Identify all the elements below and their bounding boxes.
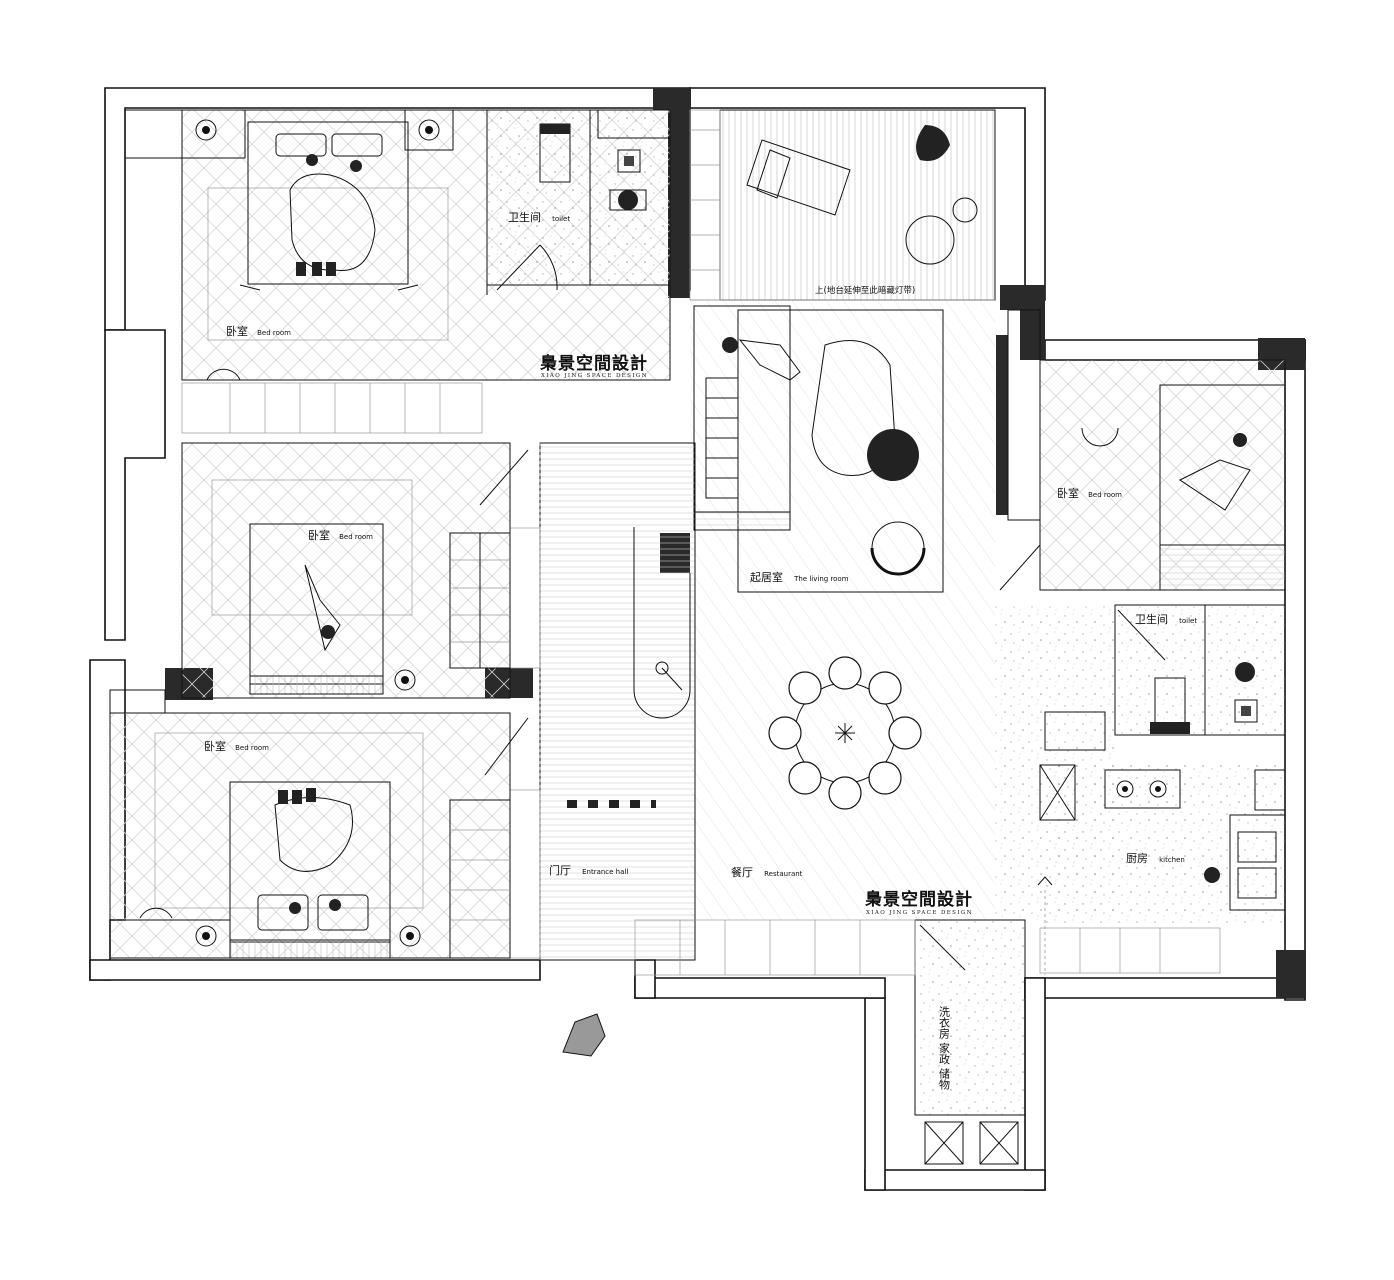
bedroom-right: 卧室 Bed room (999, 309, 1286, 591)
toilet-icon (1234, 662, 1258, 723)
person-icon (1179, 433, 1251, 511)
washing-machine-icon (924, 1121, 1019, 1165)
brand-name: 梟景空間設計 (539, 353, 648, 374)
room-label-cn: 卫生间 (1135, 612, 1168, 626)
person-icon (278, 788, 341, 914)
svg-text:卫生间 toilet: 卫生间 toilet (1135, 608, 1197, 627)
laundry: 洗衣房 家政 储物 (634, 919, 1026, 1165)
room-label-en: Bed room (1088, 491, 1122, 499)
entrance-hall: 门厅 Entrance hall (509, 442, 696, 961)
room-label-en: Bed room (235, 744, 269, 752)
room-label-en: Restaurant (764, 870, 803, 878)
svg-text:卧室 Bed room: 卧室 Bed room (226, 320, 291, 339)
kitchen: 厨房 kitchen (995, 605, 1286, 975)
room-label-cn: 厨房 (1126, 852, 1148, 865)
toilet-icon (609, 149, 647, 211)
dining-table-icon (768, 656, 922, 810)
toilet-top: 卫生间 toilet (486, 109, 671, 295)
chair-icon (870, 521, 926, 576)
bedroom-middle: 卧室 Bed room (181, 442, 529, 699)
room-label-en: toilet (552, 215, 570, 223)
brand-subtitle: XIAO JING SPACE DESIGN (866, 910, 973, 916)
room-label-en: The living room (793, 575, 849, 583)
person-icon (304, 564, 341, 652)
coffee-table-icon (811, 340, 919, 481)
room-label-cn: 卫生间 (508, 210, 541, 224)
lounge-chair-icon (746, 139, 851, 216)
dog-icon (916, 125, 950, 161)
living-dining-floor (690, 299, 995, 920)
svg-text:起居室 The living room: 起居室 The living room (750, 566, 849, 585)
balcony-note: 上(地台延伸至此暗藏灯带) (815, 285, 915, 296)
room-label-en: kitchen (1159, 856, 1185, 864)
room-label-cn: 起居室 (750, 570, 783, 584)
threshold-marks (567, 800, 656, 808)
room-label-cn: 卧室 (1057, 486, 1079, 500)
svg-text:卧室 Bed room: 卧室 Bed room (204, 735, 269, 754)
lamp-icon (195, 925, 421, 947)
room-label-en: Entrance hall (582, 868, 628, 876)
balcony: 上(地台延伸至此暗藏灯带) (689, 109, 996, 301)
person-icon (562, 1013, 606, 1057)
svg-text:卧室 Bed room: 卧室 Bed room (1057, 482, 1122, 501)
person-icon (296, 154, 362, 276)
stove-icon (1116, 780, 1167, 798)
svg-text:厨房 kitchen: 厨房 kitchen (1126, 847, 1185, 866)
toilet-right: 卫生间 toilet (1114, 604, 1286, 736)
bed-icon (249, 523, 384, 695)
brand-subtitle: XIAO JING SPACE DESIGN (541, 373, 648, 379)
sink-icon (1237, 831, 1277, 899)
laundry-label: 洗衣房 家政 储物 (938, 1006, 951, 1090)
svg-text:卫生间 toilet: 卫生间 toilet (508, 206, 570, 225)
svg-text:餐厅 Restaurant: 餐厅 Restaurant (731, 861, 803, 880)
person-icon (722, 337, 801, 381)
room-label-cn: 餐厅 (731, 865, 753, 879)
svg-text:卧室 Bed room: 卧室 Bed room (308, 524, 373, 543)
lamp-icon (394, 669, 416, 691)
bed-icon (229, 781, 391, 959)
brand-logo-top: 梟景空間設計 XIAO JING SPACE DESIGN (539, 353, 648, 379)
room-label-en: Bed room (257, 329, 291, 337)
room-label-cn: 卧室 (226, 324, 248, 338)
svg-text:门厅 Entrance hall: 门厅 Entrance hall (549, 859, 628, 878)
room-label-en: Bed room (339, 533, 373, 541)
bedroom-bottom-left: 卧室 Bed room (109, 689, 529, 959)
brand-name: 梟景空間設計 (864, 889, 973, 910)
room-label-cn: 卧室 (308, 528, 330, 542)
brand-logo-bottom: 梟景空間設計 XIAO JING SPACE DESIGN (864, 889, 973, 916)
lamp-icon (195, 119, 440, 141)
room-label-cn: 门厅 (549, 863, 571, 877)
chair-icon (905, 197, 978, 265)
room-label-en: toilet (1179, 617, 1197, 625)
person-icon (1204, 867, 1220, 883)
room-label-cn: 卧室 (204, 739, 226, 753)
